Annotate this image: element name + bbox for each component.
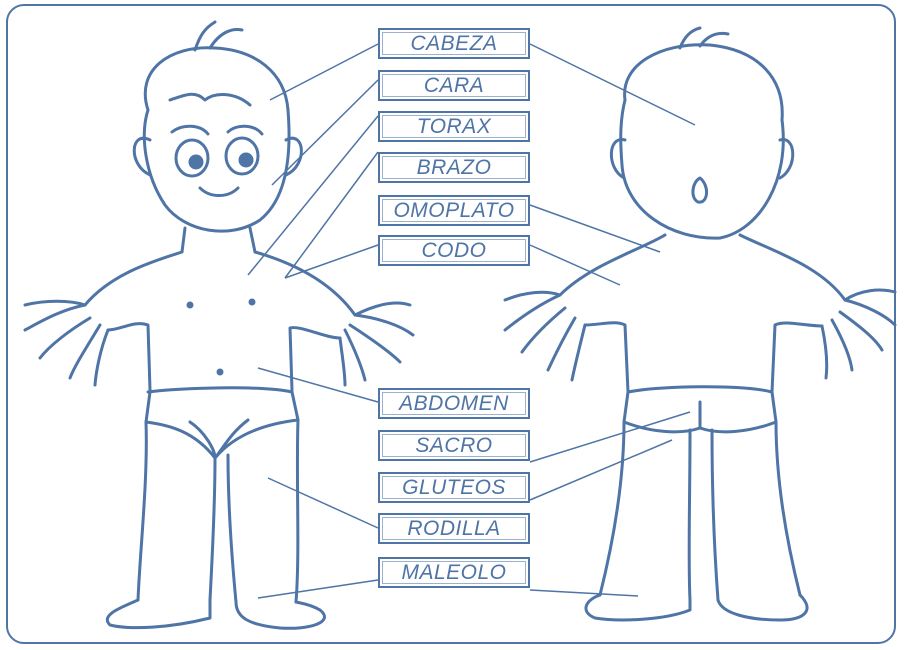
label-omoplato: OMOPLATO bbox=[378, 195, 530, 226]
front-figure bbox=[25, 22, 413, 628]
label-cabeza: CABEZA bbox=[378, 28, 530, 59]
label-cara: CARA bbox=[378, 70, 530, 101]
label-gluteos: GLUTEOS bbox=[378, 472, 530, 503]
back-figure bbox=[505, 28, 895, 620]
label-sacro: SACRO bbox=[378, 430, 530, 461]
label-rodilla: RODILLA bbox=[378, 513, 530, 544]
label-codo: CODO bbox=[378, 235, 530, 266]
label-brazo: BRAZO bbox=[378, 152, 530, 183]
label-abdomen: ABDOMEN bbox=[378, 388, 530, 419]
label-torax: TORAX bbox=[378, 111, 530, 142]
label-maleolo: MALEOLO bbox=[378, 557, 530, 588]
